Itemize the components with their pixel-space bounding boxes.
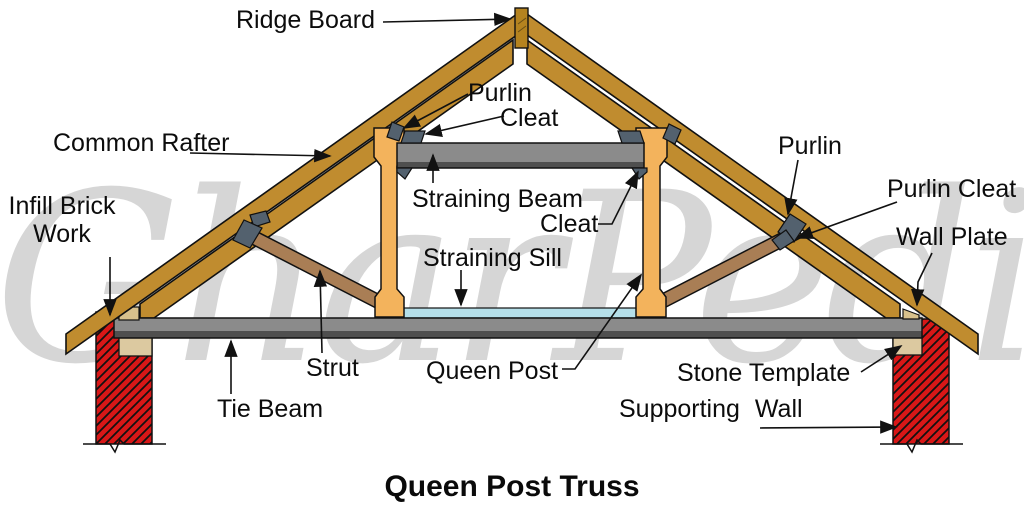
label-tie-beam: Tie Beam [217, 395, 324, 423]
leader-purlin-top [402, 93, 469, 129]
label-queen-post: Queen Post [426, 357, 559, 385]
straining-sill [394, 307, 645, 319]
label-infill-brick-work: Infill Brick Work [2, 192, 122, 248]
leader-lines [103, 12, 933, 434]
left-beam-shoe-cleat [396, 167, 414, 180]
straining-beam-outline [396, 142, 645, 169]
label-cleat-right: Cleat [540, 210, 599, 238]
right-head-purlin [662, 123, 682, 145]
right-wall-break-line [880, 438, 963, 454]
label-strut: Strut [306, 354, 359, 382]
leader-queen-post [562, 273, 643, 370]
label-cleat-top: Cleat [500, 104, 559, 132]
right-beam-cleat [617, 130, 645, 144]
right-mid-purlin-cleat [771, 229, 795, 251]
label-purlin-right: Purlin [778, 132, 842, 160]
ridge-board-fill [514, 7, 529, 49]
label-stone-template: Stone Template [677, 359, 851, 387]
label-straining-beam: Straining Beam [412, 185, 583, 213]
leader-ridge-board [382, 12, 512, 27]
leader-purlin-cleat [795, 201, 898, 239]
leader-strut [313, 269, 328, 354]
leader-purlin-right [784, 159, 799, 216]
label-purlin-top: Purlin [468, 79, 532, 107]
ridge-board [514, 7, 529, 49]
leader-supporting-wall [759, 420, 898, 434]
ridge-board-grain [517, 17, 527, 33]
leader-stone-template [860, 345, 903, 373]
label-supporting-wall: Supporting Wall [619, 395, 803, 423]
leader-wall-plate [911, 252, 933, 307]
left-mid-purlin-cleat [249, 210, 271, 228]
tie-beam [113, 317, 923, 339]
tie-beam-shadow [114, 331, 922, 338]
label-straining-sill: Straining Sill [423, 244, 562, 272]
left-beam-cleat [400, 130, 426, 144]
straining-beam [396, 142, 645, 169]
leader-cleat-right [598, 170, 639, 225]
right-purlin-assembly [771, 213, 807, 251]
left-wall-break-line [83, 438, 166, 454]
tie-beam-outline [113, 317, 923, 339]
label-common-rafter: Common Rafter [53, 129, 230, 157]
label-infill-brick-work-line2: Work [33, 220, 91, 248]
straining-beam-shadow [397, 162, 644, 168]
label-purlin-cleat: Purlin Cleat [887, 175, 1017, 203]
diagram-title: Queen Post Truss [384, 470, 640, 503]
right-wall-plate [902, 308, 920, 320]
label-infill-brick-work-line1: Infill Brick [8, 192, 116, 220]
label-ridge-board: Ridge Board [236, 6, 375, 34]
leader-common-rafter [189, 148, 332, 163]
leader-cleat-top [424, 115, 505, 137]
label-wall-plate: Wall Plate [896, 223, 1008, 251]
left-stone-template [118, 335, 153, 357]
left-mid-purlin [232, 219, 263, 249]
left-purlin-assembly [232, 210, 271, 249]
